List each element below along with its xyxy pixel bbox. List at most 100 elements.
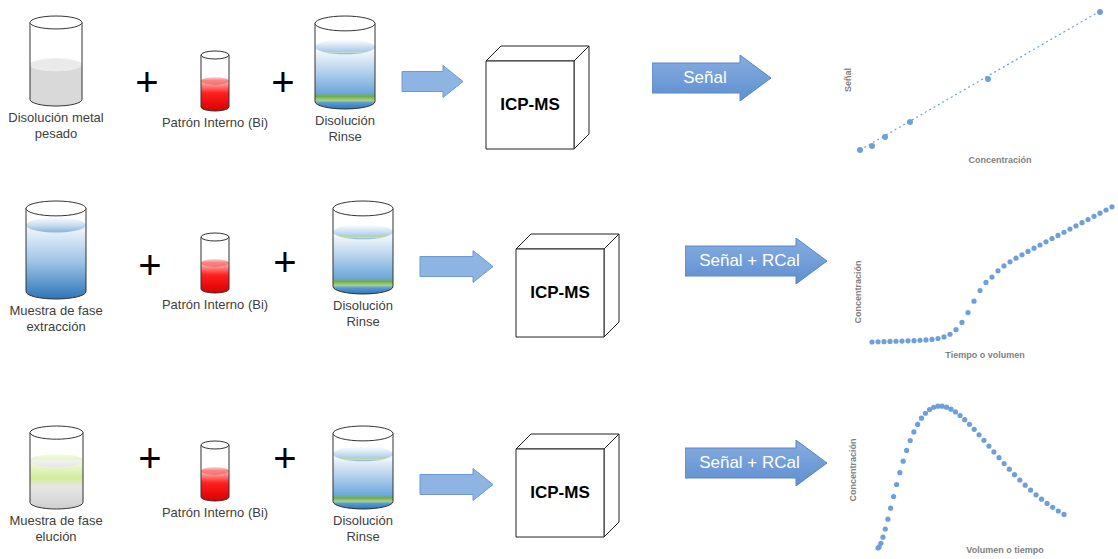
container-mouth bbox=[30, 426, 83, 439]
container-icon: Disolución metal pesado bbox=[0, 15, 112, 141]
instrument-label: ICP-MS bbox=[516, 249, 604, 337]
data-point bbox=[944, 405, 949, 410]
block-arrow-outline bbox=[652, 55, 771, 101]
data-point bbox=[981, 438, 986, 443]
liquid bbox=[201, 471, 229, 501]
container-drawing bbox=[200, 50, 230, 112]
container-body bbox=[201, 445, 229, 501]
process-arrow bbox=[420, 469, 493, 501]
data-point bbox=[1073, 223, 1078, 228]
data-point bbox=[971, 299, 976, 304]
data-point bbox=[878, 541, 883, 546]
data-point bbox=[875, 339, 880, 344]
container-outline bbox=[30, 433, 83, 509]
data-point bbox=[959, 320, 964, 325]
axis-label: Volumen o tiempo bbox=[966, 546, 1043, 555]
data-point bbox=[1103, 207, 1108, 212]
data-point bbox=[1085, 217, 1090, 222]
signal-arrow: Señal + RCal bbox=[685, 440, 828, 486]
container-icon: Disolución Rinse bbox=[318, 425, 408, 544]
data-point bbox=[977, 288, 982, 293]
data-point bbox=[1007, 259, 1012, 264]
data-point bbox=[908, 438, 913, 443]
cube-face bbox=[516, 234, 619, 249]
data-point bbox=[1019, 252, 1024, 257]
container-mouth bbox=[201, 441, 229, 449]
liquid-surface bbox=[201, 77, 229, 85]
data-point bbox=[957, 413, 962, 418]
container-icon: Disolución Rinse bbox=[318, 200, 408, 329]
signal-arrow: Señal bbox=[652, 55, 772, 101]
container-icon: Patrón Interno (Bi) bbox=[160, 50, 270, 131]
data-point bbox=[1013, 256, 1018, 261]
cube-face bbox=[516, 449, 604, 537]
container-body bbox=[201, 55, 229, 111]
data-point bbox=[907, 119, 913, 125]
data-point bbox=[923, 337, 928, 342]
plus-sign: + bbox=[138, 245, 161, 285]
data-point bbox=[1012, 472, 1017, 477]
block-arrow-outline bbox=[685, 238, 827, 284]
cube-face bbox=[486, 46, 589, 61]
liquid-surface bbox=[30, 454, 83, 467]
container-outline bbox=[333, 208, 393, 294]
signal-arrow: Señal + RCal bbox=[685, 238, 828, 284]
icp-ms-box: ICP-MS bbox=[515, 428, 621, 538]
data-point bbox=[929, 337, 934, 342]
data-point bbox=[919, 416, 924, 421]
container-icon: Disolución Rinse bbox=[300, 15, 390, 144]
liquid-surface bbox=[30, 58, 82, 71]
data-point bbox=[941, 334, 946, 339]
container-label: Patrón Interno (Bi) bbox=[160, 297, 270, 313]
data-point bbox=[1097, 211, 1102, 216]
plus-sign: + bbox=[273, 438, 296, 478]
data-point bbox=[1028, 487, 1033, 492]
container-mouth bbox=[333, 201, 393, 216]
data-point bbox=[1091, 214, 1096, 219]
icp-ms-box: ICP-MS bbox=[485, 40, 591, 150]
data-point bbox=[995, 268, 1000, 273]
container-drawing bbox=[314, 15, 376, 110]
plus-sign: + bbox=[271, 62, 294, 102]
container-label: Patrón Interno (Bi) bbox=[160, 505, 270, 521]
liquid bbox=[26, 225, 86, 299]
container-icon: Muestra de fase extracción bbox=[0, 200, 112, 334]
container-drawing bbox=[29, 15, 83, 107]
data-point bbox=[857, 147, 863, 153]
container-mouth bbox=[26, 201, 86, 216]
data-point bbox=[1033, 492, 1038, 497]
liquid bbox=[201, 263, 229, 293]
liquid-surface bbox=[201, 259, 229, 267]
data-point bbox=[947, 332, 952, 337]
data-point bbox=[887, 339, 892, 344]
data-point bbox=[899, 338, 904, 343]
data-point bbox=[917, 338, 922, 343]
signal-label: Señal + RCal bbox=[699, 440, 800, 486]
container-body bbox=[333, 208, 393, 294]
data-point bbox=[869, 339, 874, 344]
data-point bbox=[983, 280, 988, 285]
data-point bbox=[1056, 508, 1061, 513]
cube-face bbox=[604, 434, 619, 537]
data-point bbox=[893, 339, 898, 344]
cube-face bbox=[604, 234, 619, 337]
data-point bbox=[1049, 236, 1054, 241]
liquid-surface bbox=[201, 467, 229, 475]
data-point bbox=[976, 432, 981, 437]
container-icon: Patrón Interno (Bi) bbox=[160, 232, 270, 313]
container-outline bbox=[201, 55, 229, 111]
instrument-label: ICP-MS bbox=[516, 449, 604, 537]
data-point bbox=[1031, 246, 1036, 251]
data-point bbox=[869, 143, 875, 149]
data-point bbox=[882, 134, 888, 140]
data-point bbox=[1025, 249, 1030, 254]
container-icon: Muestra de fase elución bbox=[0, 425, 112, 544]
instrument-label: ICP-MS bbox=[486, 61, 574, 149]
process-arrow bbox=[420, 251, 493, 283]
data-point bbox=[888, 506, 893, 511]
data-point bbox=[953, 327, 958, 332]
data-point bbox=[1039, 497, 1044, 502]
container-mouth bbox=[315, 16, 375, 31]
container-drawing bbox=[25, 200, 87, 300]
data-point bbox=[911, 429, 916, 434]
